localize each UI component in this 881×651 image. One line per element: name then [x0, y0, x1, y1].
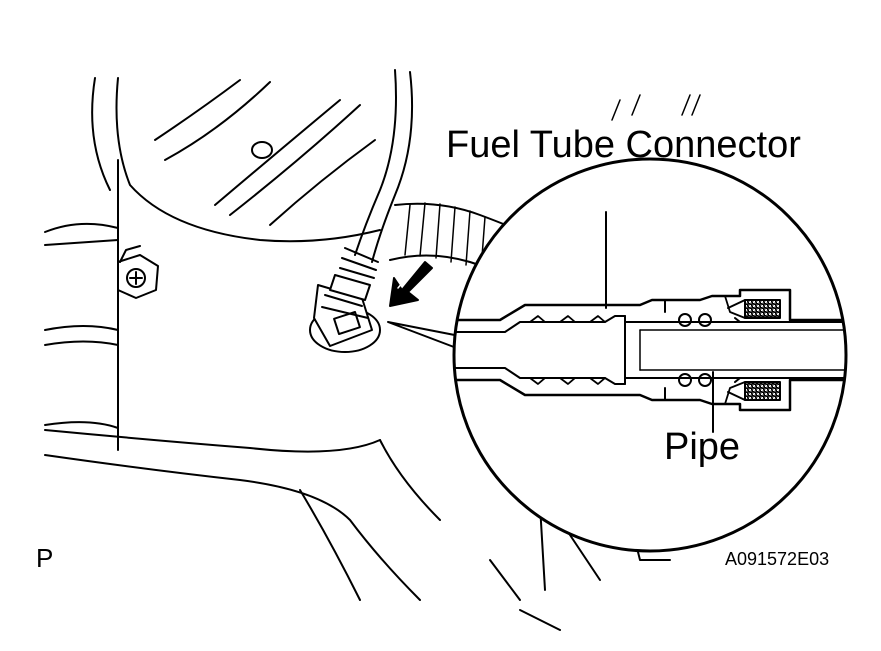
fuel-hose [339, 69, 414, 279]
fuel-tube-connector-label: Fuel Tube Connector [446, 124, 801, 166]
magnified-inset [452, 157, 848, 553]
figure-code-label: A091572E03 [725, 549, 830, 569]
view-marker-label: P [36, 543, 54, 573]
push-direction-arrow-icon [389, 261, 433, 307]
pipe-label: Pipe [664, 426, 741, 468]
bolt-head-icon [117, 245, 159, 299]
connector-on-tank [309, 274, 381, 353]
